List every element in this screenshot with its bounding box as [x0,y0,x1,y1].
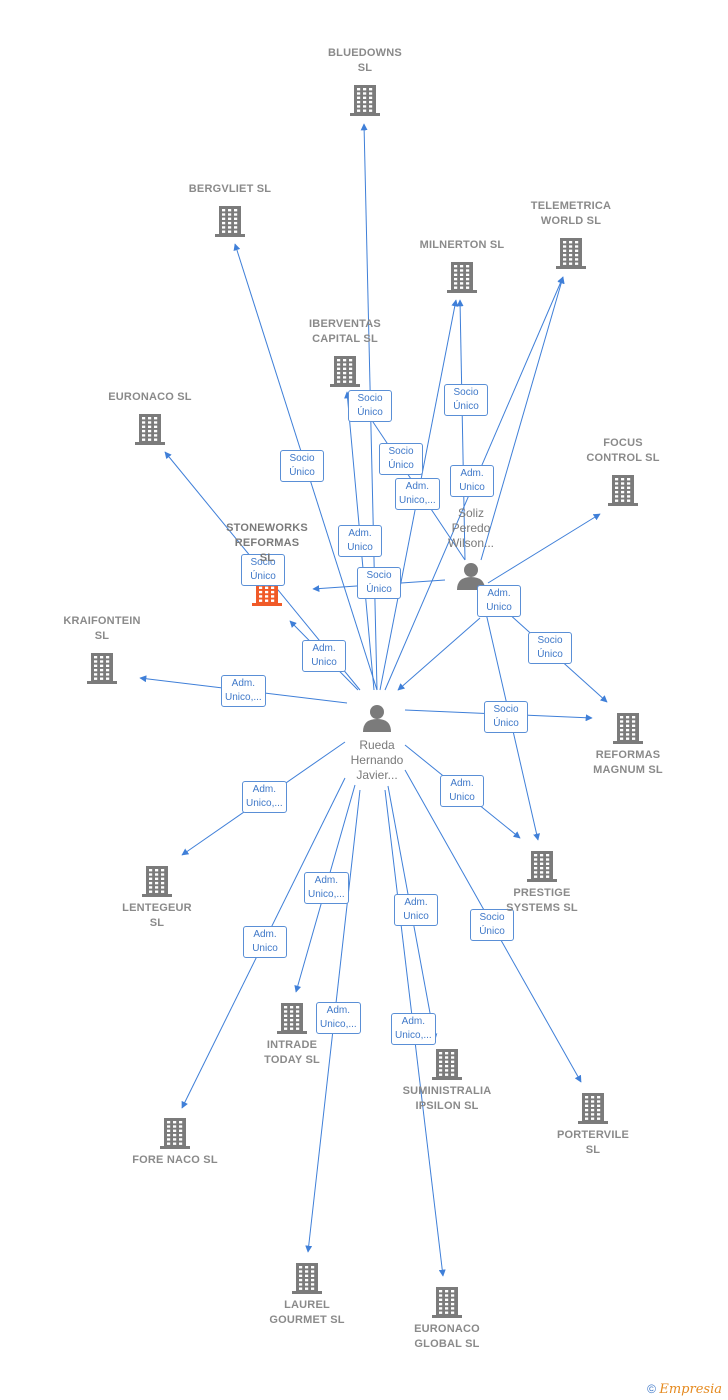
company-label-lentegeur[interactable]: LENTEGEUR SL [122,902,192,929]
edge-soliz-rueda [397,617,481,691]
company-label-portervile[interactable]: PORTERVILE SL [556,1129,630,1156]
edge-soliz-focus [487,513,601,584]
role-badge-rueda-prestige[interactable]: Adm. Unico [440,775,484,807]
role-badge-soliz-reformas[interactable]: Socio Único [528,632,572,664]
company-label-bluedowns[interactable]: BLUEDOWNS SL [328,47,402,74]
building-icon-forenaco[interactable] [160,1118,190,1149]
company-label-stoneworks[interactable]: STONEWORKS REFORMAS SL [226,522,308,564]
role-badge-rueda-portervile[interactable]: Socio Único [470,909,514,941]
role-badge-soliz-stoneworks[interactable]: Socio Único [357,567,401,599]
company-label-laurel[interactable]: LAUREL GOURMET SL [269,1299,345,1326]
building-icon-bluedowns[interactable] [350,85,380,116]
company-label-milnerton[interactable]: MILNERTON SL [419,239,505,251]
building-icon-prestige[interactable] [527,851,557,882]
company-label-forenaco[interactable]: FORE NACO SL [132,1154,218,1166]
building-icon-focus[interactable] [608,475,638,506]
role-badge-soliz-iberventas[interactable]: Socio Único [379,443,423,475]
building-icon-milnerton[interactable] [447,262,477,293]
company-label-intrade[interactable]: INTRADE TODAY SL [264,1039,320,1066]
company-label-euronaco[interactable]: EURONACO SL [108,391,192,403]
person-label-soliz[interactable]: Soliz Peredo Wilson... [447,506,494,550]
role-badge-rueda-forenaco[interactable]: Adm. Unico [243,926,287,958]
edge-soliz-milnerton [456,299,466,561]
role-badge-soliz-milnerton[interactable]: Socio Único [444,384,488,416]
person-icon-rueda[interactable] [363,705,391,732]
person-label-rueda[interactable]: Rueda Hernando Javier... [350,738,404,782]
company-label-focus[interactable]: FOCUS CONTROL SL [586,437,660,464]
company-label-telemetrica[interactable]: TELEMETRICA WORLD SL [530,200,612,227]
building-icon-kraifontein[interactable] [87,653,117,684]
building-icon-intrade[interactable] [277,1003,307,1034]
building-icon-iberventas[interactable] [330,356,360,387]
building-icon-telemetrica[interactable] [556,238,586,269]
role-badge-rueda-stoneworks[interactable]: Adm. Unico [302,640,346,672]
edge-soliz-iberventas [354,394,466,561]
building-icon-portervile[interactable] [578,1093,608,1124]
role-badge-rueda-bergvliet[interactable]: Socio Único [280,450,324,482]
building-icon-reformas[interactable] [613,713,643,744]
role-badge-rueda-euronaco[interactable]: Socio Único [241,554,285,586]
company-label-suministralia[interactable]: SUMINISTRALIA IPSILON SL [402,1085,492,1112]
role-badge-rueda-kraifontein[interactable]: Adm. Unico,... [221,675,266,707]
building-icon-suministralia[interactable] [432,1049,462,1080]
role-badge-rueda-intrade[interactable]: Adm. Unico,... [304,872,349,904]
role-badge-rueda-lentegeur[interactable]: Adm. Unico,... [242,781,287,813]
role-badge-rueda-milnerton[interactable]: Adm. Unico,... [395,478,440,510]
company-label-euronacoglobal[interactable]: EURONACO GLOBAL SL [414,1323,480,1350]
company-label-iberventas[interactable]: IBERVENTAS CAPITAL SL [309,318,381,345]
building-icon-lentegeur[interactable] [142,866,172,897]
building-icon-euronaco[interactable] [135,414,165,445]
role-badge-rueda-iberventas[interactable]: Adm. Unico [338,525,382,557]
building-icon-bergvliet[interactable] [215,206,245,237]
building-icon-laurel[interactable] [292,1263,322,1294]
brand-logo[interactable]: Empresia [659,1382,722,1397]
role-badge-rueda-bluedowns[interactable]: Socio Único [348,390,392,422]
company-label-prestige[interactable]: PRESTIGE SYSTEMS SL [506,887,578,914]
role-badge-rueda-suministralia[interactable]: Adm. Unico [394,894,438,926]
company-label-bergvliet[interactable]: BERGVLIET SL [188,183,272,195]
edge-soliz-telemetrica [480,276,565,561]
role-badge-rueda-euronacoglobal[interactable]: Adm. Unico,... [391,1013,436,1045]
company-label-kraifontein[interactable]: KRAIFONTEIN SL [63,615,141,642]
role-badge-rueda-laurel[interactable]: Adm. Unico,... [316,1002,361,1034]
copyright-symbol: © [647,1382,657,1396]
building-icon-euronacoglobal[interactable] [432,1287,462,1318]
role-badge-soliz-rueda[interactable]: Adm. Unico [477,585,521,617]
nodes-layer [87,85,643,1318]
footer: © Empresia [647,1382,722,1397]
role-badge-rueda-reformas[interactable]: Socio Único [484,701,528,733]
company-label-reformas[interactable]: REFORMAS MAGNUM SL [593,749,663,776]
role-badge-soliz-telemetrica[interactable]: Adm. Unico [450,465,494,497]
